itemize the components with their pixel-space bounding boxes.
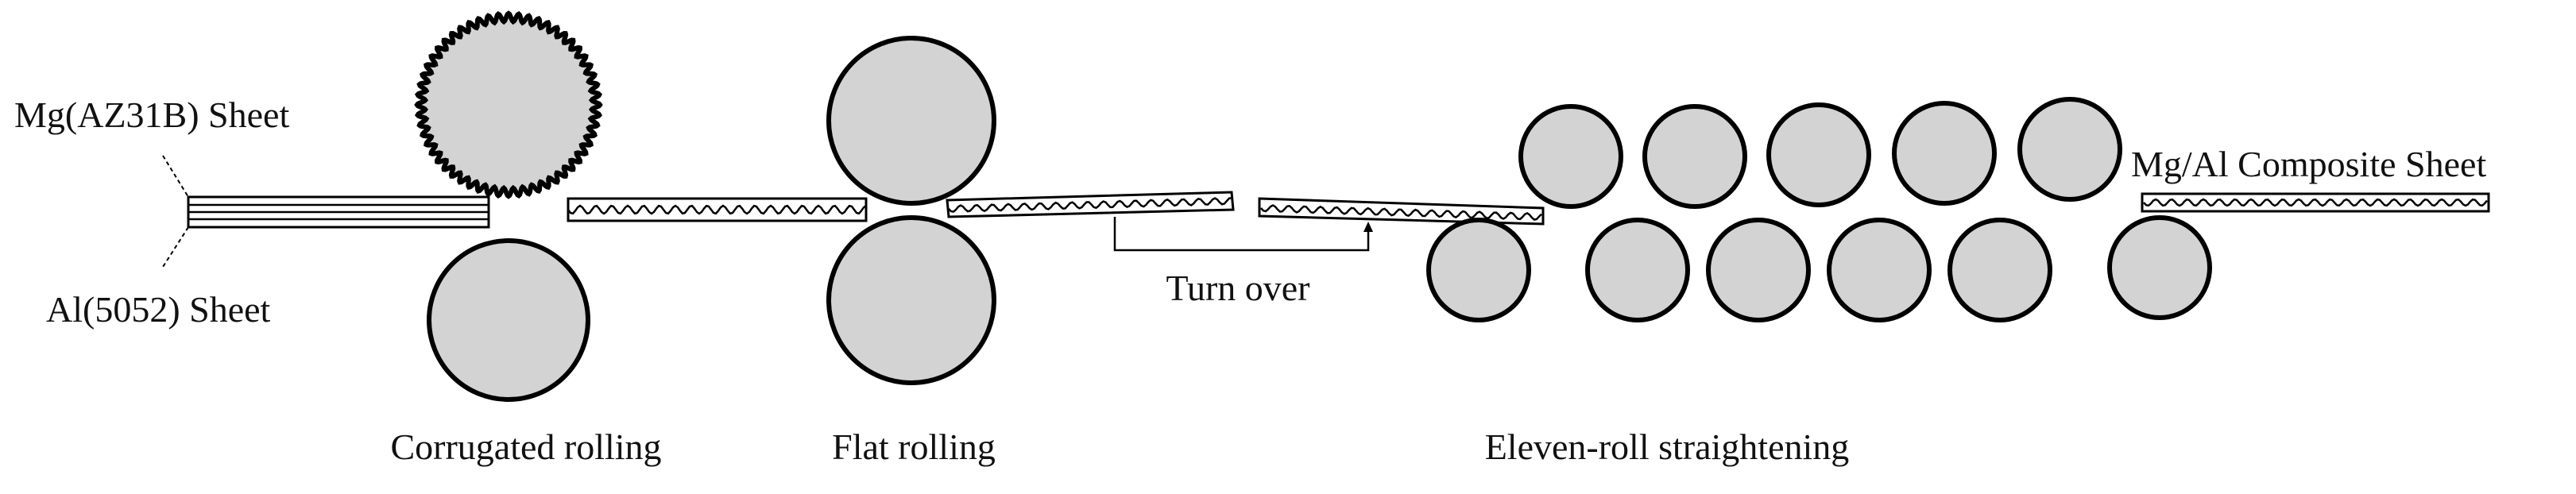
flat-rolling-stand	[826, 36, 996, 385]
turn-over-sheet	[1258, 197, 1545, 226]
mg-sheet-label: Mg(AZ31B) Sheet	[14, 95, 289, 135]
straightener-lower-roll-1	[1426, 218, 1531, 322]
turn-over-bracket	[1113, 217, 1373, 252]
straightener-upper-roll-2	[1642, 104, 1747, 209]
composite-sheet	[2141, 192, 2490, 213]
corrugated-rolling-label: Corrugated rolling	[390, 426, 661, 467]
flat-rolling-label: Flat rolling	[832, 426, 996, 467]
al-sheet-label: Al(5052) Sheet	[46, 289, 271, 330]
straightener-lower-roll-6	[2107, 215, 2212, 320]
straightener-upper-roll-5	[2017, 97, 2122, 202]
eleven-roll-straightener	[1426, 97, 2212, 322]
corrugated-stand-lower-roll	[427, 238, 590, 402]
mg-sheet-leader	[162, 155, 189, 198]
flat-stand-upper-roll	[826, 36, 996, 206]
straightener-upper-roll-4	[1892, 101, 1997, 206]
al-sheet-leader	[162, 226, 189, 268]
straightener-lower-roll-5	[1947, 218, 2052, 322]
corrugated-sheet	[567, 197, 868, 222]
turn-over-label: Turn over	[1166, 268, 1309, 308]
flat-rolled-sheet	[946, 191, 1235, 218]
straightener-lower-roll-3	[1706, 218, 1811, 322]
straightener-lower-roll-4	[1827, 218, 1932, 322]
straightener-upper-roll-1	[1518, 104, 1623, 209]
composite-sheet-label: Mg/Al Composite Sheet	[2131, 144, 2486, 184]
straightener-lower-roll-2	[1585, 218, 1690, 322]
straightener-upper-roll-3	[1766, 102, 1871, 207]
input-sheet-stack	[187, 195, 490, 229]
eleven-roll-straightening-label: Eleven-roll straightening	[1485, 426, 1850, 467]
flat-stand-lower-roll	[826, 215, 996, 385]
corrugated-rolling-stand	[414, 10, 603, 402]
corrugated-roll	[414, 10, 603, 199]
